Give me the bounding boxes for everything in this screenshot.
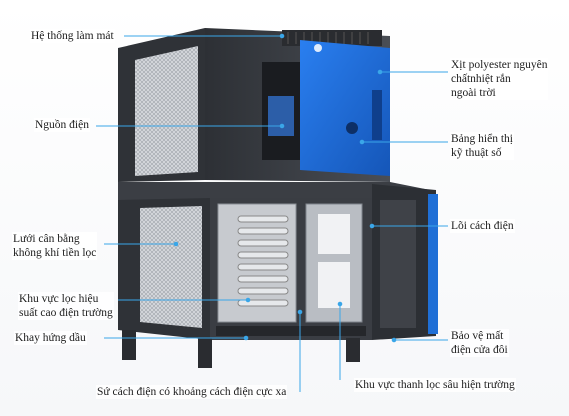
label-deep-filter-zone: Khu vực thanh lọc sâu hiện trường (354, 378, 516, 392)
label-polyester-spray-line3: ngoài trời (451, 87, 496, 99)
label-oil-tray: Khay hứng dầu (14, 331, 87, 345)
oil-tray (216, 326, 366, 336)
label-digital-display-line1: Bảng hiển thị (451, 133, 513, 145)
label-digital-display-line2: kỹ thuật số (451, 147, 502, 159)
display-knob-icon (346, 122, 358, 134)
label-polyester-spray-line1: Xịt polyester nguyên (451, 59, 548, 71)
label-digital-display: Bảng hiển thị kỹ thuật số (450, 132, 514, 160)
label-pre-filter-mesh: Lưới cân bằng không khí tiền lọc (12, 232, 98, 260)
cooling-fan-grille (287, 32, 369, 44)
label-insulator: Sứ cách điện có khoảng cách điện cực xa (96, 385, 288, 399)
label-door-protection-line1: Bảo vệ mất (451, 330, 504, 342)
label-pre-filter-mesh-line2: không khí tiền lọc (13, 247, 97, 259)
label-efficient-filter-zone-line2: suất cao điện trường (19, 307, 113, 319)
label-door-protection: Bảo vệ mất điện cửa đôi (450, 329, 509, 357)
label-efficient-filter-zone-line1: Khu vực lọc hiệu (19, 293, 99, 305)
label-polyester-spray-line2: chấtnhiệt rắn (451, 73, 511, 85)
label-polyester-spray: Xịt polyester nguyên chấtnhiệt rắn ngoài… (450, 58, 549, 100)
electrostatic-tubes (237, 215, 289, 307)
lower-module (118, 184, 438, 340)
label-power-supply: Nguồn điện (34, 118, 90, 132)
label-pre-filter-mesh-line1: Lưới cân bằng (13, 233, 80, 245)
label-door-protection-line2: điện cửa đôi (451, 344, 508, 356)
upper-module (118, 28, 390, 182)
leader-lines (96, 33, 448, 392)
label-insulation-core: Lõi cách điện (450, 219, 515, 233)
label-cooling-system: Hệ thống làm mát (30, 29, 115, 43)
brand-logo-icon (314, 44, 322, 52)
label-efficient-filter-zone: Khu vực lọc hiệu suất cao điện trường (18, 292, 114, 320)
